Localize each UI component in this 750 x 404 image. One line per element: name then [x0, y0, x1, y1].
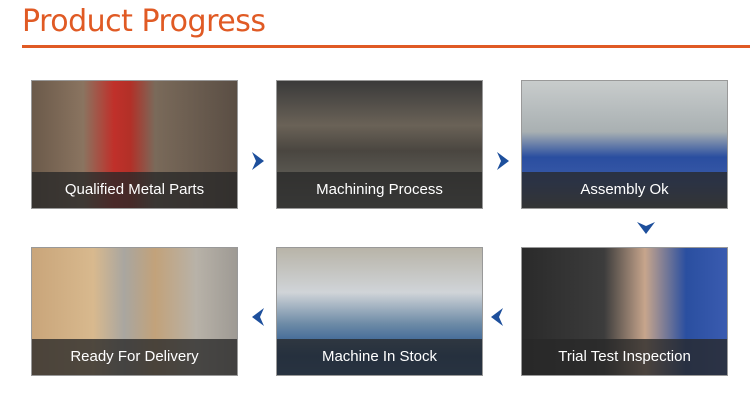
step-caption: Assembly Ok [522, 172, 727, 208]
step-caption: Machining Process [277, 172, 482, 208]
arrow-left-icon [487, 306, 507, 328]
step-qualified-metal-parts: Qualified Metal Parts [31, 80, 238, 209]
page-title: Product Progress [22, 4, 266, 39]
step-ready-for-delivery: Ready For Delivery [31, 247, 238, 376]
arrow-down-icon [635, 218, 657, 238]
step-caption: Ready For Delivery [32, 339, 237, 375]
arrow-right-icon [248, 150, 268, 172]
step-caption: Qualified Metal Parts [32, 172, 237, 208]
step-trial-test-inspection: Trial Test Inspection [521, 247, 728, 376]
title-underline [22, 45, 750, 48]
step-assembly-ok: Assembly Ok [521, 80, 728, 209]
arrow-right-icon [493, 150, 513, 172]
step-machine-in-stock: Machine In Stock [276, 247, 483, 376]
step-machining-process: Machining Process [276, 80, 483, 209]
step-caption: Trial Test Inspection [522, 339, 727, 375]
step-caption: Machine In Stock [277, 339, 482, 375]
arrow-left-icon [248, 306, 268, 328]
